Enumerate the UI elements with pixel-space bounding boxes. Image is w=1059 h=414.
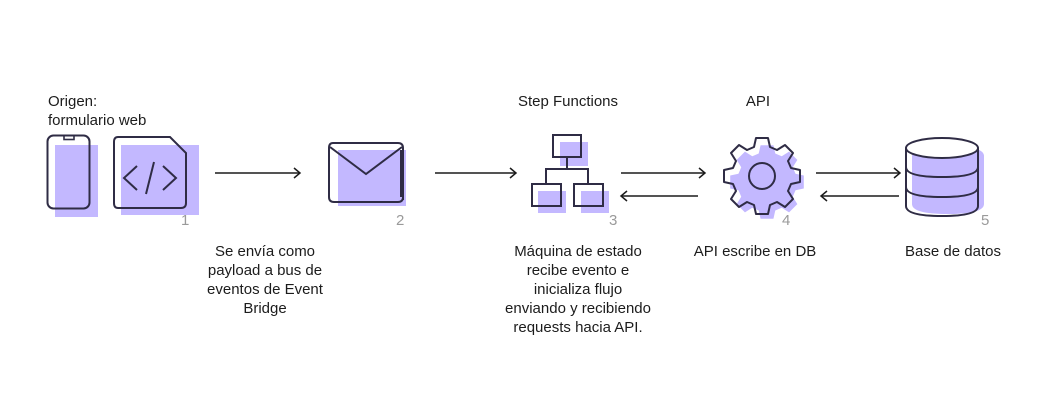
step-3-description: Máquina de estado recibe evento e inicia…: [488, 242, 668, 337]
description-line: Se envía como: [214, 243, 316, 260]
hierarchy-icon: [531, 134, 609, 213]
arrow-right-2-3: [435, 167, 518, 179]
arrow-right-3-4: [621, 167, 707, 179]
step-5-description: Base de datos: [905, 243, 1001, 260]
arrows-3-4: [619, 167, 707, 202]
arrow-left-4-3: [619, 190, 698, 202]
description-line: enviando y recibiendo: [505, 300, 651, 317]
arrow-left-5-4: [819, 190, 899, 202]
step-3-title: Step Functions: [517, 93, 619, 110]
step-3-number: 3: [609, 212, 618, 229]
description-line: requests hacia API.: [513, 319, 643, 336]
step-5-number: 5: [981, 212, 990, 229]
arrows-4-5: [816, 167, 902, 202]
arrow-right-1-2: [215, 167, 302, 179]
description-line: eventos de Event: [207, 281, 323, 298]
code-file-icon: [113, 136, 199, 215]
step-2-number: 2: [396, 212, 405, 229]
description-line: Bridge: [243, 300, 287, 317]
database-icon: [905, 137, 984, 218]
step-4-number: 4: [782, 212, 791, 229]
step-4-title: API: [745, 93, 771, 110]
envelope-icon: [328, 142, 406, 206]
arrow-right-4-5: [816, 167, 902, 179]
step-1-number: 1: [181, 212, 190, 229]
step-1-description: Se envía como payload a bus de eventos d…: [190, 242, 340, 318]
description-line: Máquina de estado: [514, 243, 642, 260]
step-1-title-line: Origen:: [48, 93, 98, 110]
description-line: payload a bus de: [207, 262, 323, 279]
mobile-phone-icon: [46, 134, 98, 217]
step-4-description: API escribe en DB: [693, 243, 817, 260]
step-1-title: Origen: formulario web: [48, 92, 146, 130]
gear-icon: [723, 137, 804, 219]
description-line: inicializa flujo: [533, 281, 623, 298]
description-line: recibe evento e: [526, 262, 630, 279]
step-1-title-line: formulario web: [48, 112, 147, 129]
